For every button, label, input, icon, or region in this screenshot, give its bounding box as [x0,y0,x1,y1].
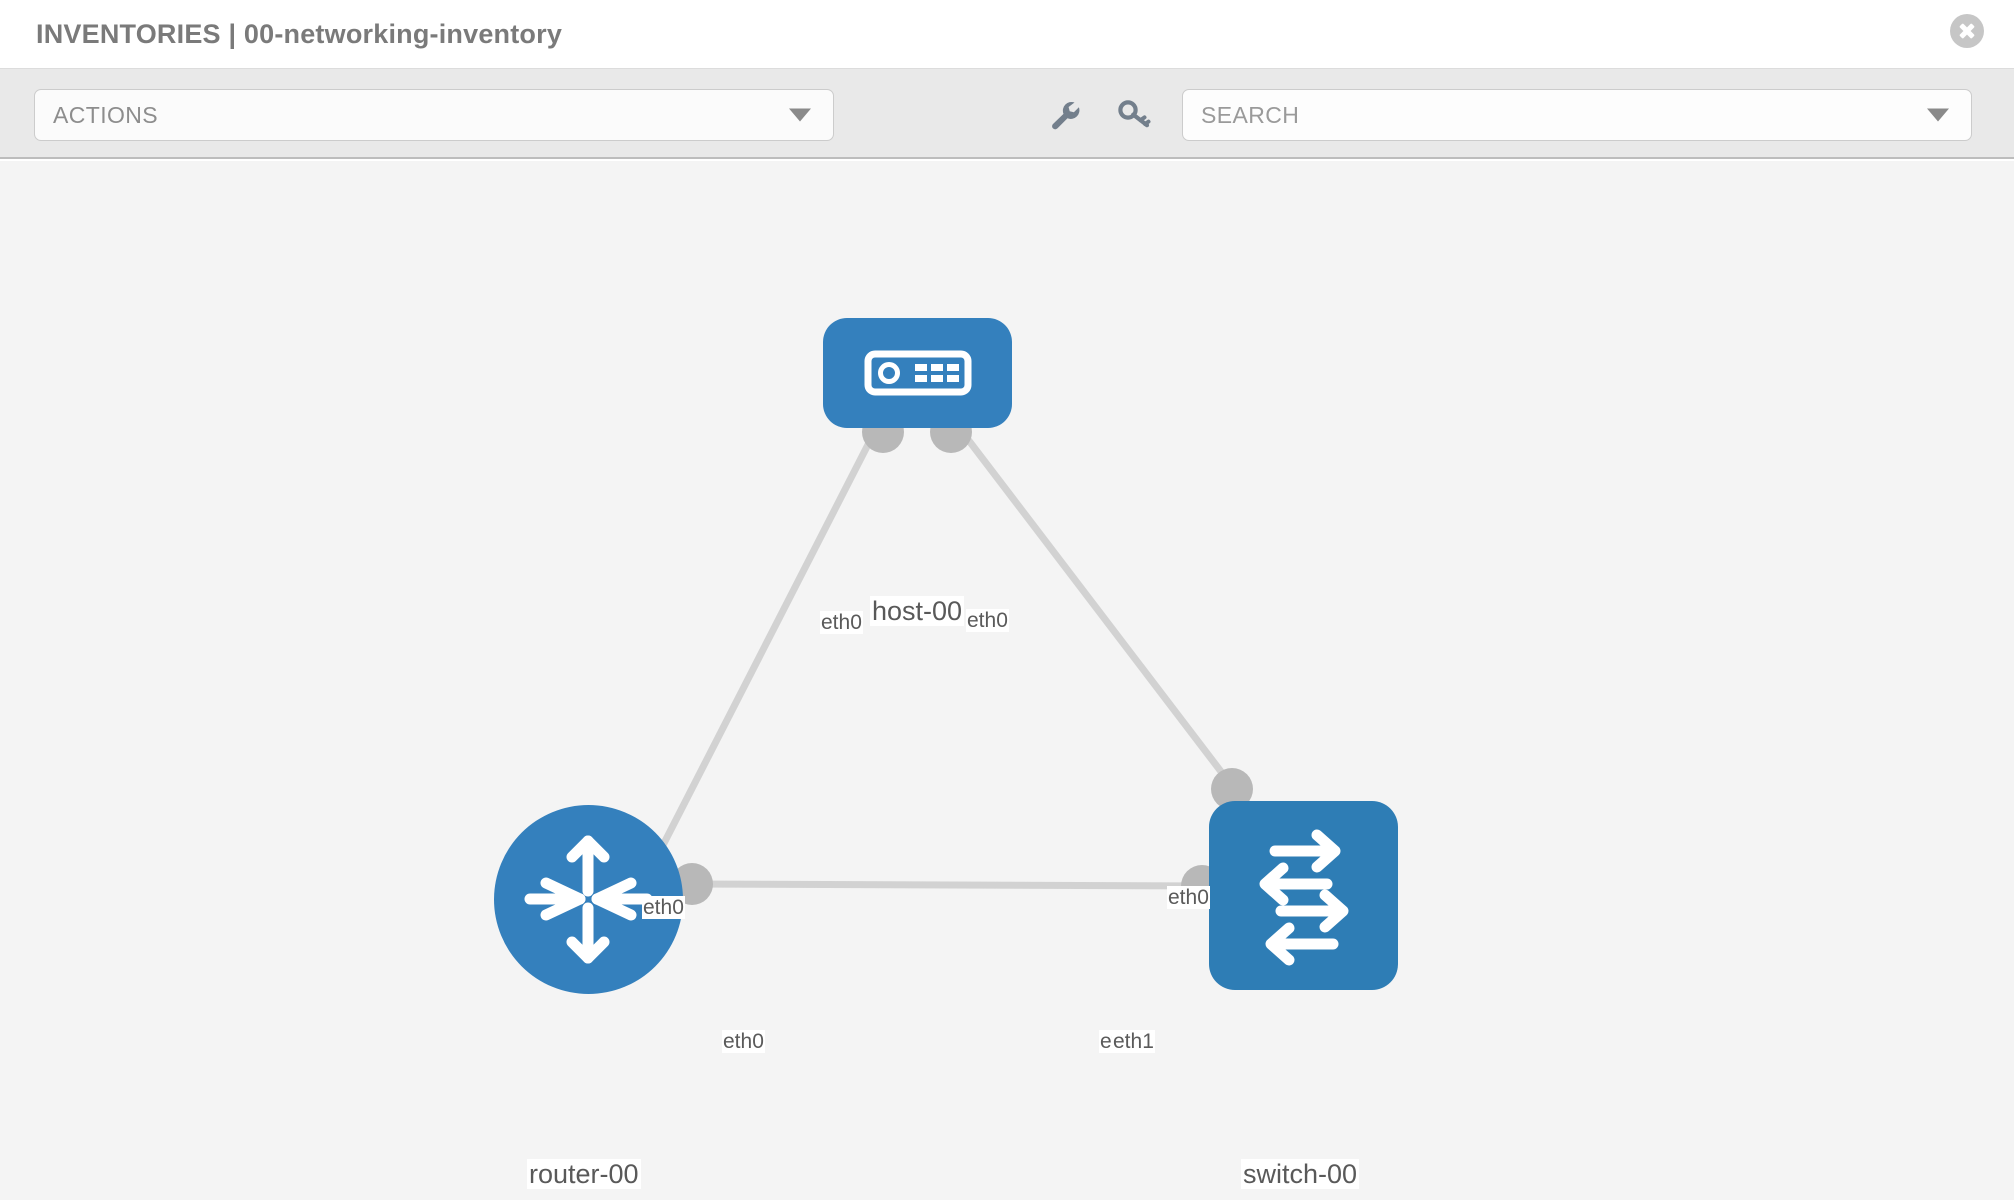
toolbar: ACTIONS SEARCH [0,68,2014,159]
port-switch-upper [1211,768,1253,810]
search-input-value: SEARCH [1201,101,1300,128]
server-device-icon [864,350,972,396]
page-title: INVENTORIES | 00-networking-inventory [36,18,563,49]
topology-links-layer [656,411,1253,907]
actions-dropdown-label: ACTIONS [53,101,159,128]
topology-canvas[interactable]: host-00 router-00 switch-00 eth0 eth0 et… [0,161,2014,1200]
interface-label-router-upper: eth0 [642,896,685,920]
interface-label-host-left: eth0 [820,611,863,635]
link-router-switch [685,880,1216,890]
node-label-switch-00: switch-00 [1241,1159,1360,1190]
node-host-00[interactable] [823,318,1012,428]
search-input[interactable]: SEARCH [1182,89,1972,141]
wrench-icon[interactable] [1040,91,1088,139]
node-switch-00[interactable] [1209,801,1398,990]
link-host-switch [957,426,1235,789]
key-icon[interactable] [1110,91,1158,139]
router-arrows-icon [524,835,653,964]
interface-label-switch-left-b: eth1 [1112,1030,1155,1054]
node-label-host-00: host-00 [870,596,965,627]
chevron-down-icon [789,108,811,122]
node-label-router-00: router-00 [527,1159,641,1190]
interface-label-switch-upper: eth0 [1167,886,1210,910]
interface-label-host-right: eth0 [966,609,1009,633]
actions-dropdown[interactable]: ACTIONS [34,89,834,141]
close-icon[interactable] [1950,14,1984,48]
chevron-down-icon [1927,108,1949,122]
window-header: INVENTORIES | 00-networking-inventory [0,0,2014,68]
interface-label-router-right: eth0 [722,1030,765,1054]
link-host-router [656,427,880,853]
switch-arrows-icon [1259,829,1349,966]
